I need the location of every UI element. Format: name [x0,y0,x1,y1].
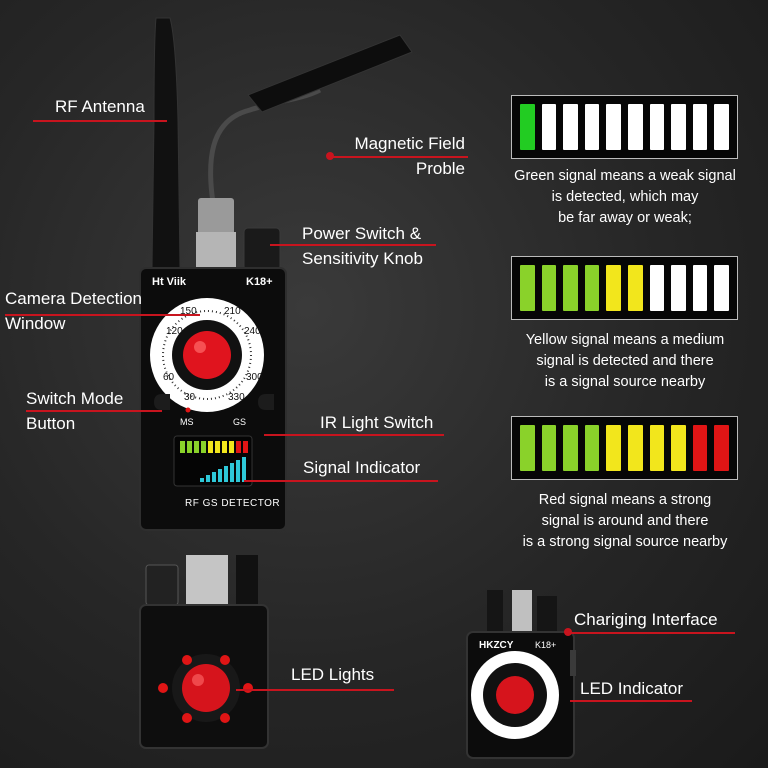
device-model: K18+ [246,276,273,288]
signal-bar [627,425,643,471]
signal-bar [692,425,708,471]
leader-line [565,632,735,634]
display-segment [208,441,213,453]
small-lens [496,676,534,714]
display-level-bar [230,463,234,482]
signal-bar [541,104,557,150]
display-segment [215,441,220,453]
signal-desc-medium: Yellow signal means a medium signal is d… [525,332,725,390]
signal-bar [541,425,557,471]
dial-number: 300 [246,372,263,383]
signal-bar [692,265,708,311]
ms-label: MS [180,417,194,427]
signal-bar [520,265,535,311]
signal-bar [671,265,686,311]
display-segment [201,441,206,453]
signal-bar [692,104,708,150]
signal-bar [649,425,665,471]
signal-bar [563,104,578,150]
label-magnetic-probe: Magnetic Field Proble [354,134,465,178]
display-segment [229,441,234,453]
display-segment [187,441,192,453]
leader-dot [326,152,334,160]
signal-bar [671,425,686,471]
led-lens [182,664,230,712]
leader-line [270,244,436,246]
signal-bar [606,104,621,150]
label-charging: Chariging Interface [574,610,718,629]
leader-line [26,410,162,412]
device-brand: Ht Viik [152,276,187,288]
signal-bar [584,104,600,150]
signal-bar [627,265,643,311]
label-led-indicator: LED Indicator [580,679,683,698]
signal-bar [649,265,665,311]
display-level-bar [200,478,204,482]
signal-desc-strong: Red signal means a strong signal is arou… [522,492,728,550]
dial-number: 210 [224,306,241,317]
signal-bars-medium [511,256,738,320]
dial-number: 60 [163,372,175,383]
signal-bar [584,265,600,311]
label-camera-window: Camera Detection Window [5,289,143,333]
display-segment [194,441,199,453]
signal-bar [714,425,729,471]
label-switch-mode: Switch Mode Button [26,389,124,433]
leader-line [244,480,438,482]
signal-bar [606,425,621,471]
dial-number: 150 [180,306,197,317]
leader-line [264,434,444,436]
dial-number: 330 [228,392,245,403]
signal-bars-weak [511,95,738,159]
leader-line [328,156,468,158]
leader-line [33,120,167,122]
leader-dot [564,628,572,636]
dial-number: 30 [184,392,196,403]
signal-bars-strong [511,416,738,480]
gs-label: GS [233,417,247,427]
display-segment [180,441,185,453]
small-device-brand: HKZCY [479,640,514,651]
signal-bar [649,104,665,150]
signal-bar [520,425,535,471]
signal-bar [520,104,535,150]
leader-line [5,314,200,316]
label-led-lights: LED Lights [291,665,375,684]
signal-bar [606,265,621,311]
display-segment [236,441,241,453]
signal-bar [563,265,578,311]
label-signal-indicator: Signal Indicator [303,458,421,477]
signal-desc-weak: Green signal means a weak signal is dete… [514,168,736,226]
label-power-switch: Power Switch & Sensitivity Knob [302,224,423,268]
leader-line [236,689,394,691]
signal-bar [584,425,600,471]
display-level-bar [206,475,210,482]
signal-bar [714,104,729,150]
display-segment [243,441,248,453]
rf-antenna-shape [151,17,181,269]
signal-bar [627,104,643,150]
label-ir-switch: IR Light Switch [320,413,434,432]
leader-line [570,700,692,702]
display-segment [222,441,227,453]
label-rf-antenna: RF Antenna [55,97,145,116]
camera-lens [183,331,231,379]
dial-number: 120 [166,326,183,337]
display-level-bar [224,466,228,482]
signal-bar [671,104,686,150]
display-level-bar [236,460,240,482]
signal-bar [563,425,578,471]
small-device-model: K18+ [535,640,557,650]
device-footer: RF GS DETECTOR [185,498,281,509]
dial-number: 240 [244,326,261,337]
display-level-bar [212,472,216,482]
display-level-bar [218,469,222,482]
signal-bar [541,265,557,311]
signal-bar [714,265,729,311]
display-level-bar [242,457,246,482]
